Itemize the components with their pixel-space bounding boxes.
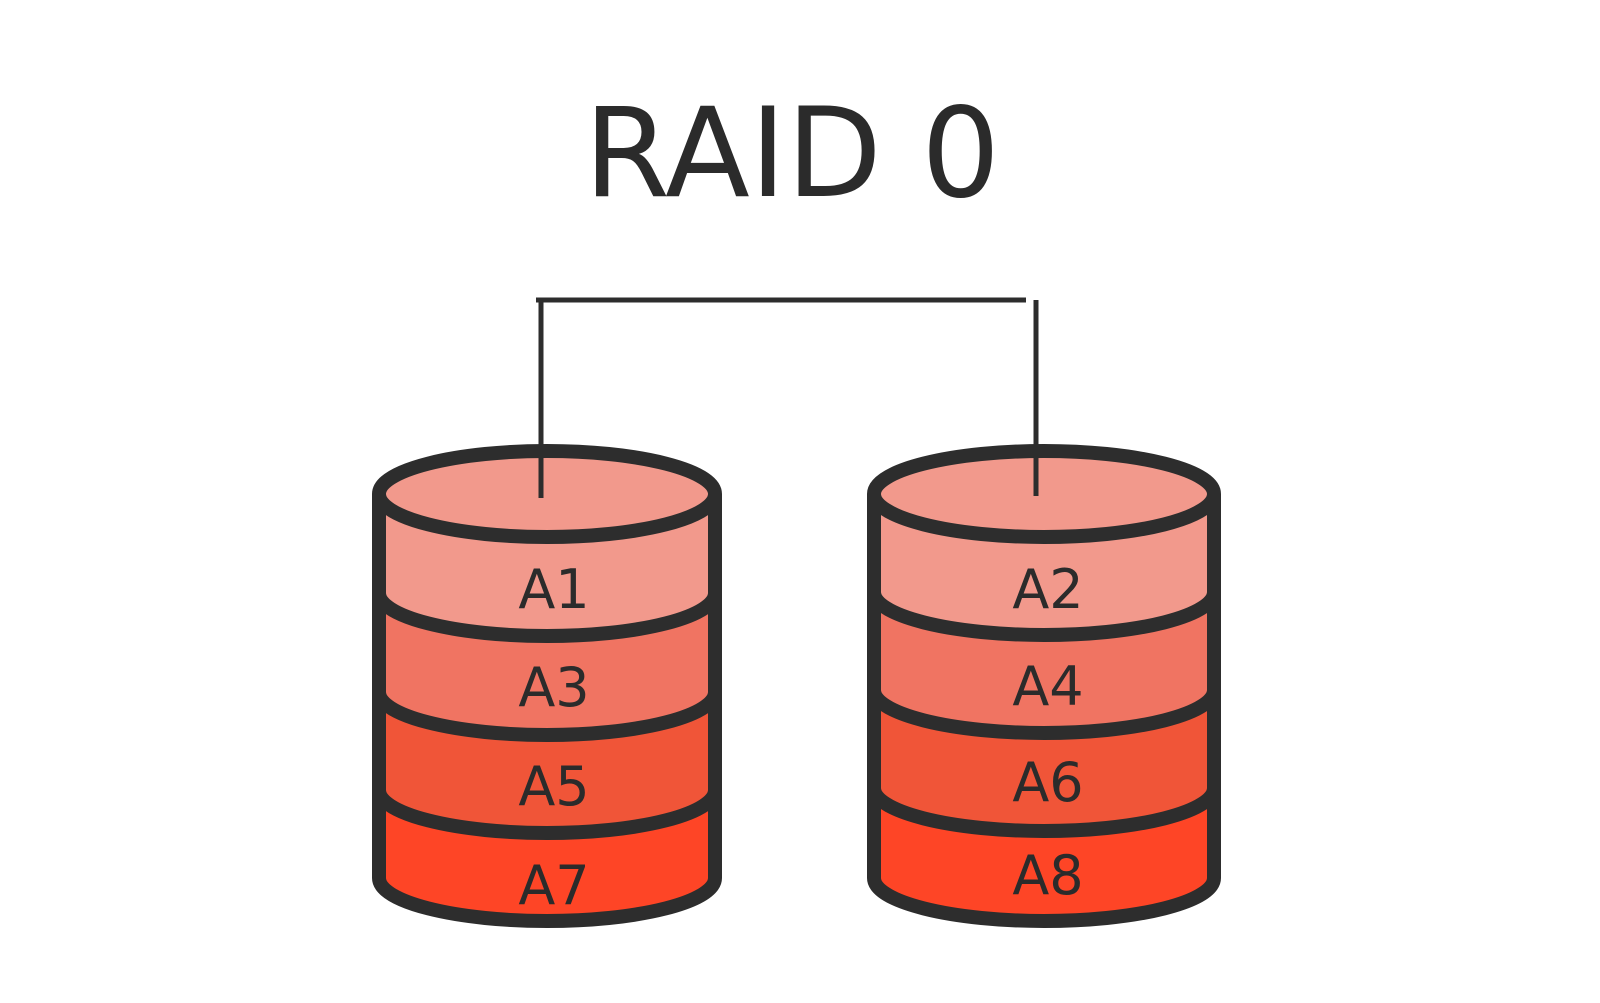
block-label: A3	[518, 656, 589, 719]
disk-1: A1 A3 A5 A7	[372, 444, 722, 928]
layer-separator	[372, 592, 722, 643]
block-label: A4	[1012, 655, 1083, 718]
disk-top-cap	[874, 451, 1214, 537]
disk-body-outline	[867, 494, 1221, 928]
block-label: A5	[518, 755, 589, 818]
disk-2: A2 A4 A6 A8	[867, 444, 1221, 928]
diagram-title: RAID 0	[584, 82, 1000, 226]
layer-separator	[372, 691, 722, 742]
disk-top-cap	[379, 451, 715, 537]
layer-separator	[867, 787, 1221, 838]
block-label: A1	[518, 558, 589, 621]
block-label: A8	[1012, 844, 1083, 907]
layer-separator	[372, 789, 722, 840]
block-label: A7	[518, 854, 589, 917]
block-label: A2	[1012, 558, 1083, 621]
disk-body-outline	[372, 494, 722, 928]
block-label: A6	[1012, 751, 1083, 814]
layer-separator	[867, 689, 1221, 740]
layer-separator	[867, 591, 1221, 642]
